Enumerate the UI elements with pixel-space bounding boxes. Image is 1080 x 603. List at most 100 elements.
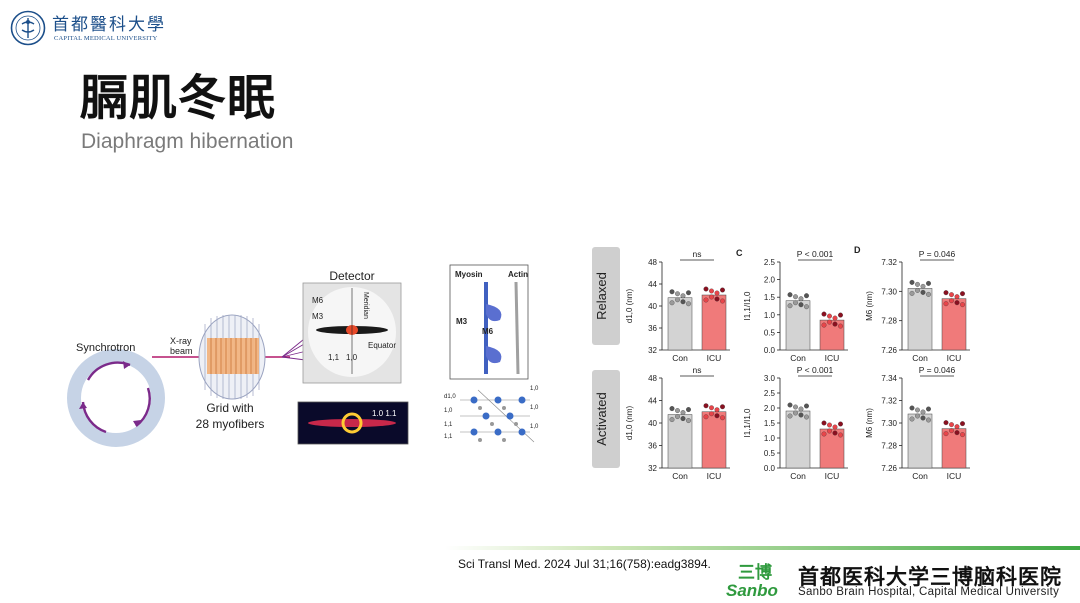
reflection-10-label: 1,0 [346,353,358,362]
data-point [793,410,798,416]
data-point [675,297,680,303]
data-point [720,415,725,421]
significance-label: ns [693,365,702,375]
y-tick-label: 1.5 [764,293,776,302]
equator-label: Equator [368,341,396,350]
data-point [827,422,832,428]
y-tick-label: 32 [648,346,657,355]
data-point [686,301,691,307]
data-point [926,406,931,412]
data-point [675,291,680,297]
university-seal-icon [10,10,46,46]
xray-label-2: beam [170,346,193,356]
y-tick-label: 7.26 [881,464,897,473]
y-tick-label: 3.0 [764,374,776,383]
data-point [703,297,709,303]
data-point [793,294,798,300]
y-tick-label: 7.34 [881,374,897,383]
data-point [832,315,838,321]
data-point [909,279,915,285]
bar-con [667,297,693,351]
university-name-en: CAPITAL MEDICAL UNIVERSITY [54,35,158,42]
data-point [686,290,691,296]
data-point [793,300,798,306]
x-tick-label: Con [912,353,928,363]
bar-con [785,410,811,469]
lattice-label-right-1: 1,0 [530,386,539,392]
data-point [954,430,960,436]
data-point [943,420,949,426]
data-point [943,301,949,307]
data-point [798,296,804,302]
data-point [838,323,843,329]
data-point [686,418,691,424]
university-name-cn: 首都醫科大學 [52,15,166,35]
y-tick-label: 0.5 [764,449,776,458]
data-point [960,432,965,438]
data-point [838,421,843,427]
sarcomere-m6-label: M6 [482,327,494,336]
x-tick-label: ICU [825,353,840,363]
row-label-activated: Activated [594,392,609,445]
panel-label-d: D [854,245,861,255]
y-tick-label: 2.0 [764,404,776,413]
data-point [787,402,793,408]
data-point [920,415,926,421]
data-point [949,422,954,428]
data-point [720,287,725,293]
y-axis-label: M6 (nm) [865,408,874,438]
university-logo-text: 首都醫科大學 CAPITAL MEDICAL UNIVERSITY [52,10,172,46]
data-point [675,414,680,420]
lattice-label-right-3: 1,0 [530,424,539,430]
data-point [675,408,680,414]
data-point [720,298,725,304]
data-point [709,294,714,300]
grid-label-2: 28 myofibers [196,417,265,431]
meridian-label: Meridian [362,292,369,319]
bar-icu [941,298,967,351]
myosin-label: Myosin [455,270,483,279]
data-point [703,414,709,420]
data-point [787,292,793,298]
y-tick-label: 32 [648,464,657,473]
data-point [909,405,915,411]
data-point [821,431,827,437]
y-tick-label: 40 [648,419,657,428]
data-point [798,406,804,412]
data-point [669,289,675,295]
hospital-name-cn: 首都医科大学三博脑科医院 [798,565,1062,589]
y-tick-label: 48 [648,258,657,267]
y-tick-label: 2.0 [764,276,776,285]
data-point [909,290,915,296]
data-point [703,286,709,292]
data-point [954,424,960,430]
data-point [915,287,920,293]
y-tick-label: 7.28 [881,442,897,451]
data-point [926,291,931,297]
significance-label: P < 0.001 [797,365,834,375]
row-label-relaxed: Relaxed [594,272,609,320]
data-point [714,407,720,413]
bar-icu [701,294,727,351]
sarcomere-m3-label: M3 [456,317,468,326]
data-point [926,280,931,286]
data-point [960,421,965,427]
data-point [832,424,838,430]
y-tick-label: 44 [648,397,657,406]
detector-label: Detector [329,269,374,283]
sanbo-logo-cn: 三博 [738,562,772,582]
y-tick-label: 7.30 [881,419,897,428]
lattice-label-left-2: 1,0 [444,408,453,414]
inset-label: 1.0 1.1 [372,409,397,418]
data-point [954,300,960,306]
y-tick-label: 36 [648,324,657,333]
data-point [787,303,793,309]
data-point [949,292,954,298]
data-point [703,403,709,409]
sanbo-logo-en: Sanbo [726,581,778,600]
x-tick-label: ICU [947,353,962,363]
